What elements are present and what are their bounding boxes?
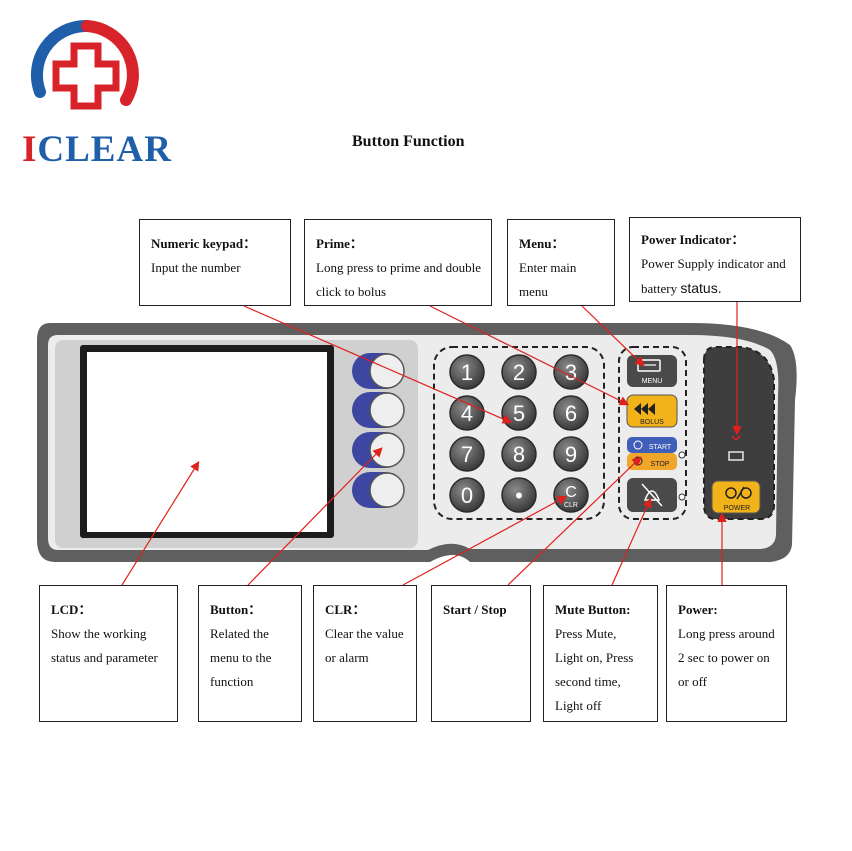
callout-lcd: LCD： Show the working status and paramet… xyxy=(39,585,178,722)
page-title: Button Function xyxy=(352,133,465,150)
connector-clr xyxy=(402,495,568,586)
keypad-key-label: C xyxy=(565,484,577,501)
keypad-key[interactable]: 7 xyxy=(449,436,485,472)
start-label: START xyxy=(649,444,672,451)
keypad-key-label: 2 xyxy=(513,360,525,385)
keypad-key-label: 9 xyxy=(565,442,577,467)
connector-menu xyxy=(581,305,645,367)
callout-heading: CLR： xyxy=(325,602,366,617)
power-key-label: POWER xyxy=(724,505,750,512)
side-button[interactable] xyxy=(352,472,405,508)
callout-heading: Button： xyxy=(210,602,262,617)
menu-key-label: MENU xyxy=(642,378,663,385)
menu-button[interactable]: MENU xyxy=(627,355,677,387)
connector-start-stop xyxy=(507,456,642,586)
callout-power: Power: Long press around 2 sec to power … xyxy=(666,585,787,722)
callout-heading: Numeric keypad： xyxy=(151,236,257,251)
callout-text: Enter main menu xyxy=(519,260,577,299)
callout-connectors xyxy=(121,302,742,586)
callout-text: Long press to prime and double click to … xyxy=(316,260,481,299)
clr-sub-label: CLR xyxy=(564,502,578,509)
callout-text: Power Supply indicator and battery xyxy=(641,256,786,296)
callout-button: Button： Related the menu to the function xyxy=(198,585,302,722)
callout-power-indicator: Power Indicator： Power Supply indicator … xyxy=(629,217,801,302)
battery-indicator-icon xyxy=(728,435,744,461)
callout-text: Clear the value or alarm xyxy=(325,626,404,665)
callout-heading: Power: xyxy=(678,602,718,617)
bolus-button[interactable]: BOLUS xyxy=(626,394,678,428)
callout-text: Long press around 2 sec to power on or o… xyxy=(678,626,775,689)
keypad-key-label: 5 xyxy=(513,401,525,426)
connector-numeric-keypad xyxy=(243,305,513,424)
connector-button xyxy=(247,447,383,586)
callout-heading: Start / Stop xyxy=(443,602,507,617)
callout-menu: Menu： Enter main menu xyxy=(507,219,615,306)
start-icon xyxy=(633,440,643,450)
keypad-key[interactable]: 5 xyxy=(501,395,537,431)
keypad-key-label: 7 xyxy=(461,442,473,467)
bolus-key-label: BOLUS xyxy=(640,419,664,426)
callout-heading: Power Indicator： xyxy=(641,232,745,247)
callout-text: Related the menu to the function xyxy=(210,626,272,689)
callout-heading: Mute Button: xyxy=(555,602,631,617)
keypad-key[interactable]: • xyxy=(501,477,537,513)
power-icon xyxy=(725,487,737,499)
keypad-key[interactable]: 8 xyxy=(501,436,537,472)
keypad-key[interactable]: 0 xyxy=(449,477,485,513)
keypad-key[interactable]: 2 xyxy=(501,354,537,390)
callout-mute: Mute Button: Press Mute, Light on, Press… xyxy=(543,585,658,722)
callout-start-stop: Start / Stop xyxy=(431,585,531,722)
logo-text: ICLEAR xyxy=(22,129,172,170)
callout-numeric-keypad: Numeric keypad： Input the number xyxy=(139,219,291,306)
keypad-key-label: 6 xyxy=(565,401,577,426)
rewind-icon xyxy=(634,403,655,415)
keypad-key[interactable]: 3 xyxy=(553,354,589,390)
keypad-key[interactable]: 9 xyxy=(553,436,589,472)
connector-lcd xyxy=(121,460,200,586)
keypad-key-label: 0 xyxy=(461,483,473,508)
lcd-screen xyxy=(87,352,327,532)
callout-heading: Prime： xyxy=(316,236,363,251)
keypad-frame xyxy=(433,346,605,520)
power-button[interactable]: POWER xyxy=(711,480,761,514)
callout-prime: Prime： Long press to prime and double cl… xyxy=(304,219,492,306)
mute-button[interactable] xyxy=(627,478,686,512)
keypad-key[interactable]: 4 xyxy=(449,395,485,431)
keypad-key-label: 1 xyxy=(461,360,473,385)
stop-label: STOP xyxy=(651,461,670,468)
side-button[interactable] xyxy=(352,353,405,389)
side-button[interactable] xyxy=(352,432,405,468)
keypad-key-label: 4 xyxy=(461,401,473,426)
callout-text: Press Mute, Light on, Press second time,… xyxy=(555,626,634,713)
keypad-key[interactable]: 1 xyxy=(449,354,485,390)
callout-text-emphasis: status. xyxy=(680,280,722,296)
callout-text: Show the working status and parameter xyxy=(51,626,158,665)
mute-bell-icon xyxy=(641,483,663,507)
logo-mark-icon xyxy=(30,20,139,110)
connector-prime xyxy=(429,305,630,406)
keypad-key-label: 8 xyxy=(513,442,525,467)
connector-mute xyxy=(611,497,652,586)
callout-heading: LCD： xyxy=(51,602,92,617)
callout-text: Input the number xyxy=(151,260,241,275)
keypad-key[interactable]: 6 xyxy=(553,395,589,431)
callout-clr: CLR： Clear the value or alarm xyxy=(313,585,417,722)
function-keys-frame xyxy=(618,346,687,520)
callout-heading: Menu： xyxy=(519,236,565,251)
keypad-key-label: • xyxy=(515,483,523,508)
side-button[interactable] xyxy=(352,392,405,428)
keypad-key-label: 3 xyxy=(565,360,577,385)
